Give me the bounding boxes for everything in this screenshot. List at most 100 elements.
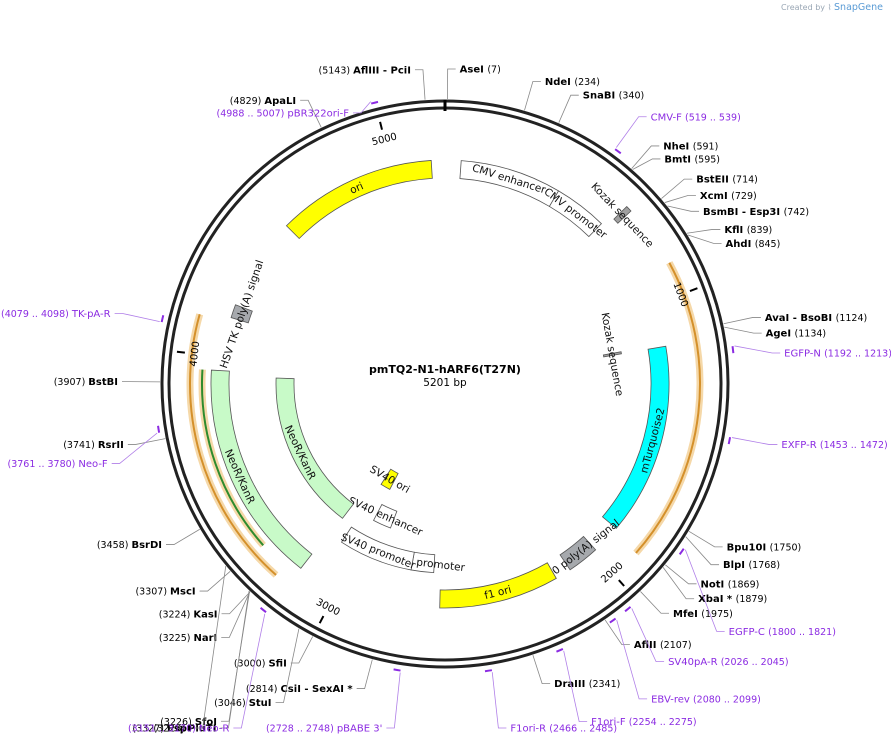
site-label: Bpu10I (1750) [727,542,802,553]
site-kasi: (3224) KasI [159,591,251,620]
site-label: (3741) RsrII [63,440,124,451]
primer-mark [624,606,632,613]
site-label: KflI (839) [724,225,772,236]
site-leader [194,566,227,729]
site-leader [165,528,201,545]
site-name: SfoI [195,717,217,728]
created-by-text: Created by [781,3,826,12]
plasmid-size: 5201 bp [423,377,467,389]
primer-range: (1800 .. 1821) [768,627,836,638]
feature-shape [230,304,253,324]
site-position: (729) [731,191,757,202]
site-leader [447,68,456,100]
site-label: SnaBI (340) [583,91,644,102]
site-leader [631,145,660,169]
site-leader [275,628,300,703]
primer-label: (4988 .. 5007) pBR322ori-F [217,108,350,119]
site-label: MfeI (1975) [673,609,733,620]
site-name: NotI [701,579,728,590]
site-label: (5143) AflIII - PciI [318,65,410,76]
site-position: (3458) [97,540,132,551]
site-position: (7) [487,65,500,76]
site-bsteii: BstEII (714) [661,175,758,199]
site-avai-bsobi: AvaI - BsoBI (1124) [723,313,867,325]
primer-leader [491,672,507,729]
primer-label: EBV-rev (2080 .. 2099) [651,694,761,705]
primer-pbr322ori-f: (4988 .. 5007) pBR322ori-F [217,100,379,119]
site-name: RsrII [98,440,124,451]
orf-line-1 [189,314,277,576]
primer-neo-f: (3761 .. 3780) Neo-F [8,425,161,470]
feature-shape [275,377,354,519]
site-nari: (3225) NarI [159,591,251,644]
tick-3000 [318,615,325,624]
primer-mark [484,669,493,673]
site-position: (1879) [736,594,768,605]
primer-label: EGFP-N (1192 .. 1213) [784,348,891,359]
feature-shape [548,190,603,238]
site-position: (4829) [230,96,265,107]
primer-leader [616,620,648,700]
site-label: BsmBI - Esp3I (742) [703,207,809,218]
site-xbai: XbaI * (1879) [662,567,767,605]
site-label: XbaI * (1879) [698,594,767,605]
site-label: (3307) MscI [135,587,195,598]
site-leader [414,69,426,100]
orf-line-2 [201,369,264,546]
feature-shape [285,160,433,240]
site-leader [661,178,693,199]
site-asei: AseI (7) [447,65,501,100]
primer-mark [609,617,617,624]
site-position: (1750) [770,542,802,553]
site-mfei: MfeI (1975) [640,591,733,620]
site-label: XcmI (729) [700,191,757,202]
site-position: (234) [574,77,600,88]
site-leader [524,81,541,111]
feature-label: HSV TK poly(A) signal [218,259,266,370]
primer-pbabe-3: (2728 .. 2748) pBABE 3' [266,668,401,735]
site-afliii-pcii: (5143) AflIII - PciI [318,65,426,100]
site-aflii: AflII (2107) [604,619,692,651]
primer-label: (3761 .. 3780) Neo-F [8,459,108,470]
site-name: NheI [663,141,692,152]
site-position: (3907) [54,377,89,388]
primer-mark [393,668,401,672]
site-label: DraIII (2341) [554,679,620,690]
site-label: (2814) CsiI - SexAI * [246,684,354,695]
site-label: (3228) PluTI [153,724,216,735]
site-name: BsmBI - Esp3I [703,207,784,218]
tick-1000 [689,287,698,292]
primer-range: (3151 .. 3170) [128,724,199,735]
tick-4000 [176,350,186,354]
feature-shape [559,535,597,571]
feature-shape [613,205,632,224]
site-label: NdeI (234) [545,77,600,88]
site-name: KasI [193,609,217,620]
backbone-rings [160,99,730,669]
primer-egfp-n: EGFP-N (1192 .. 1213) [731,345,891,359]
site-kfli: KflI (839) [686,225,772,236]
site-name: AflIII - PciI [353,65,411,76]
site-position: (340) [619,91,645,102]
primer-label: SV40pA-R (2026 .. 2045) [668,657,788,668]
site-leader [687,234,722,244]
primer-range: (4988 .. 5007) [217,108,288,119]
site-label: AvaI - BsoBI (1124) [765,313,867,324]
primer-sv40pa-r: SV40pA-R (2026 .. 2045) [624,606,789,668]
feature-neor-kanr-11: NeoR/KanR [275,377,354,519]
site-leader [664,195,696,203]
site-name: BmtI [664,154,694,165]
site-blpi: BlpI (1768) [685,536,780,571]
primer-label: CMV-F (519 .. 539) [651,112,741,123]
site-position: (3000) [234,659,269,670]
site-label: AgeI (1134) [766,329,826,340]
tick-label-3000: 3000 [314,597,342,619]
primer-leader [111,432,158,464]
site-leader [532,654,551,685]
feature-ori-14: ori [285,160,433,240]
feature-hsv-tk-poly-a-signal-13: HSV TK poly(A) signal [218,259,266,370]
site-label: (3327) FspI [132,724,190,735]
primer-ebv-rev: EBV-rev (2080 .. 2099) [609,617,761,705]
snapgene-logo-icon: ⌇ [827,3,832,12]
primer-label: EXFP-R (1453 .. 1472) [781,440,887,451]
